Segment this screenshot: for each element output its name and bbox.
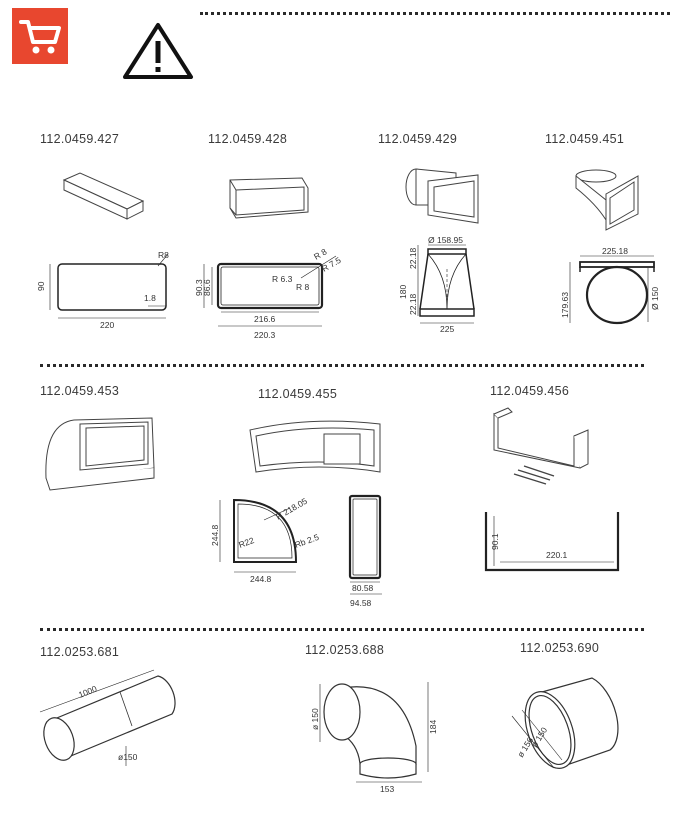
product-image-horizontal-bend [240, 414, 390, 489]
dim-label: 179.63 [560, 292, 570, 318]
technical-drawing [49, 253, 169, 319]
product-code: 112.0459.455 [258, 387, 338, 401]
dim-label: 180 [398, 285, 408, 299]
product-code: 112.0459.428 [208, 132, 288, 146]
dim-label: R 6.3 [272, 274, 293, 284]
dim-label: 220.3 [254, 330, 276, 340]
product-image-bracket [484, 404, 604, 499]
product-code: 112.0459.427 [40, 132, 120, 146]
dim-label: 22.18 [408, 247, 418, 269]
dim-label: R 8 [296, 282, 310, 292]
product-code: 112.0459.451 [545, 132, 625, 146]
technical-drawing-bend: 244.8 244.8 R 218.05 R22 Rb 2.5 [204, 490, 334, 615]
dim-label: 244.8 [250, 574, 272, 584]
section-divider [40, 628, 644, 631]
dim-label: 220.1 [546, 550, 568, 560]
product-image-flat-duct: 90 220 R8 1.8 [36, 160, 180, 335]
product-code: 112.0253.681 [40, 645, 120, 659]
product-image-transition: Ø 158.95 22.18 180 22.18 225 [398, 155, 498, 340]
header-divider [200, 12, 670, 15]
dim-label: 22.18 [408, 293, 418, 315]
technical-drawing [417, 244, 475, 324]
dim-label: Ø 150 [650, 287, 660, 310]
dim-label: 244.8 [210, 524, 220, 546]
product-image-rect-round-adapter: 225.18 179.63 Ø 150 [560, 160, 666, 335]
technical-drawing [569, 255, 655, 325]
product-image-rect-connector: 90.3 86.6 216.6 220.3 R 6.3 R 8 R 8 R 7.… [194, 160, 346, 345]
dim-label: 225 [440, 324, 454, 334]
dim-label: ø150 [118, 752, 138, 762]
product-image-round-bend: ø 150 184 153 [306, 664, 446, 809]
dim-label: 1.8 [144, 293, 156, 303]
section-divider [40, 364, 644, 367]
dim-label: R8 [158, 250, 169, 260]
dim-label: 153 [380, 784, 394, 794]
dim-label: Ø 158.95 [428, 235, 463, 245]
dim-label: R 8 [312, 246, 329, 261]
product-code: 112.0459.429 [378, 132, 458, 146]
product-code: 112.0459.456 [490, 384, 570, 398]
dim-label: 86.6 [202, 279, 212, 296]
product-code: 112.0459.453 [40, 384, 120, 398]
dim-label: 94.58 [350, 598, 372, 608]
product-image-bend-90 [40, 410, 170, 505]
technical-drawing-bracket: 90.1 220.1 [480, 502, 630, 587]
dim-label: Rb 2.5 [293, 532, 320, 550]
product-image-round-pipe: 1000 ø150 [34, 666, 194, 781]
product-code: 112.0253.688 [305, 643, 385, 657]
dim-label: 90.3 [194, 279, 204, 296]
product-image-round-connector: ø 150 ø 156 [496, 666, 636, 791]
warning-triangle-icon [122, 22, 194, 85]
dim-label: 1000 [77, 683, 99, 699]
dim-label: R 218.05 [274, 496, 309, 522]
dim-label: ø 150 [310, 708, 320, 730]
dim-label: 80.58 [352, 583, 374, 593]
technical-drawing [203, 255, 337, 327]
dim-label: 90.1 [490, 533, 500, 550]
product-code: 112.0253.690 [520, 641, 600, 655]
dim-label: 220 [100, 320, 114, 330]
shopping-cart-icon[interactable] [12, 8, 68, 64]
dim-label: 216.6 [254, 314, 276, 324]
technical-drawing-section: 80.58 94.58 [342, 494, 392, 619]
dim-label: 184 [428, 720, 438, 734]
dim-label: 225.18 [602, 246, 628, 256]
dim-label: 90 [36, 281, 46, 291]
dim-label: R22 [237, 535, 255, 550]
